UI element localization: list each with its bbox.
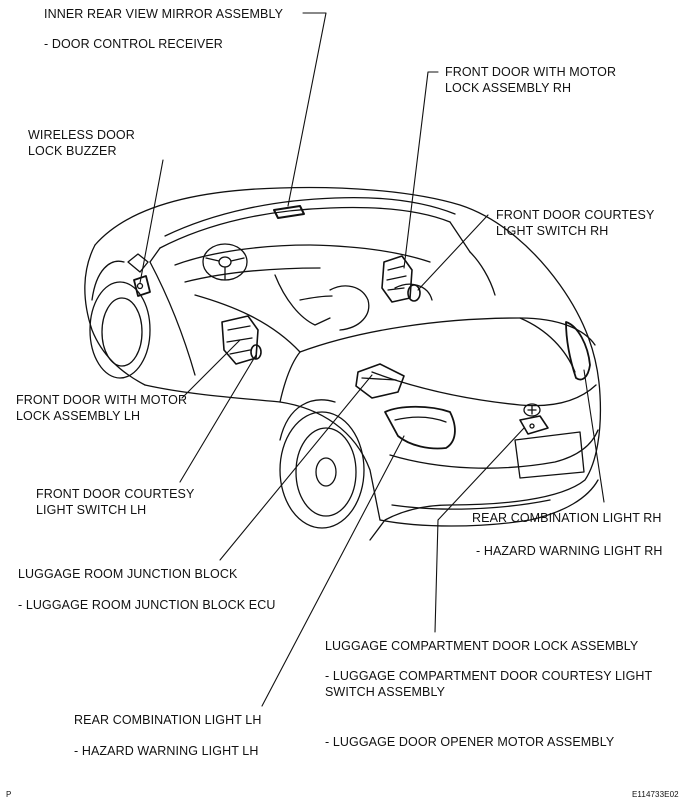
component-luggage-lock	[519, 415, 549, 435]
label-junction: LUGGAGE ROOM JUNCTION BLOCK	[18, 566, 237, 582]
label-junction-ecu: - LUGGAGE ROOM JUNCTION BLOCK ECU	[18, 598, 276, 612]
label-rear-rh-hazard: - HAZARD WARNING LIGHT RH	[476, 544, 663, 558]
label-luggage-lock-courtesy-line1: - LUGGAGE COMPARTMENT DOOR COURTESY LIGH…	[325, 669, 653, 683]
label-rear-lh-sub: - HAZARD WARNING LIGHT LH	[74, 743, 258, 759]
label-front-door-lh-line2: LOCK ASSEMBLY LH	[16, 409, 141, 423]
label-buzzer-line2: LOCK BUZZER	[28, 144, 117, 158]
label-luggage-lock-motor: - LUGGAGE DOOR OPENER MOTOR ASSEMBLY	[325, 734, 614, 750]
footer-page-mark-text: P	[6, 790, 12, 799]
label-mirror-receiver: - DOOR CONTROL RECEIVER	[44, 37, 223, 51]
leader-lines	[139, 12, 605, 707]
component-courtesy-switch-lh	[250, 344, 262, 360]
label-front-door-rh: FRONT DOOR WITH MOTOR LOCK ASSEMBLY RH	[445, 64, 616, 96]
component-mirror	[273, 205, 305, 219]
label-mirror-sub: - DOOR CONTROL RECEIVER	[44, 36, 223, 52]
label-courtesy-rh: FRONT DOOR COURTESY LIGHT SWITCH RH	[496, 207, 654, 239]
label-luggage-lock-title: LUGGAGE COMPARTMENT DOOR LOCK ASSEMBLY	[325, 639, 639, 653]
label-front-door-lh-line1: FRONT DOOR WITH MOTOR	[16, 393, 188, 407]
component-courtesy-switch-rh	[407, 284, 421, 302]
label-rear-rh-sub: - HAZARD WARNING LIGHT RH	[476, 543, 663, 559]
component-rear-light-lh	[384, 405, 456, 450]
footer-figure-code: E114733E02	[632, 790, 679, 800]
label-rear-lh: REAR COMBINATION LIGHT LH	[74, 712, 261, 728]
label-front-door-rh-line1: FRONT DOOR WITH MOTOR	[445, 65, 617, 79]
label-luggage-lock-courtesy-line2: SWITCH ASSEMBLY	[325, 685, 446, 699]
label-luggage-lock-courtesy: - LUGGAGE COMPARTMENT DOOR COURTESY LIGH…	[325, 668, 652, 700]
label-front-door-rh-line2: LOCK ASSEMBLY RH	[445, 81, 572, 95]
label-courtesy-lh-line2: LIGHT SWITCH LH	[36, 503, 147, 517]
label-mirror-title: INNER REAR VIEW MIRROR ASSEMBLY	[44, 7, 284, 21]
label-rear-lh-title: REAR COMBINATION LIGHT LH	[74, 713, 262, 727]
label-rear-rh-title: REAR COMBINATION LIGHT RH	[472, 511, 662, 525]
label-courtesy-rh-line2: LIGHT SWITCH RH	[496, 224, 609, 238]
cabin	[127, 197, 496, 403]
component-buzzer	[133, 275, 151, 297]
label-rear-lh-hazard: - HAZARD WARNING LIGHT LH	[74, 744, 259, 758]
label-buzzer: WIRELESS DOOR LOCK BUZZER	[28, 127, 135, 159]
label-junction-title: LUGGAGE ROOM JUNCTION BLOCK	[18, 567, 238, 581]
label-junction-sub: - LUGGAGE ROOM JUNCTION BLOCK ECU	[18, 597, 276, 613]
component-rear-light-rh	[565, 321, 591, 381]
label-front-door-lh: FRONT DOOR WITH MOTOR LOCK ASSEMBLY LH	[16, 392, 187, 424]
footer-figure-code-text: E114733E02	[632, 790, 679, 799]
label-luggage-lock: LUGGAGE COMPARTMENT DOOR LOCK ASSEMBLY	[325, 638, 638, 654]
label-mirror: INNER REAR VIEW MIRROR ASSEMBLY	[44, 6, 283, 22]
wheels	[89, 260, 365, 529]
label-luggage-lock-motor-line: - LUGGAGE DOOR OPENER MOTOR ASSEMBLY	[325, 735, 615, 749]
label-courtesy-rh-line1: FRONT DOOR COURTESY	[496, 208, 655, 222]
label-rear-rh: REAR COMBINATION LIGHT RH	[472, 510, 662, 526]
car-body-outline	[84, 186, 602, 541]
label-buzzer-line1: WIRELESS DOOR	[28, 128, 135, 142]
label-courtesy-lh-line1: FRONT DOOR COURTESY	[36, 487, 195, 501]
label-courtesy-lh: FRONT DOOR COURTESY LIGHT SWITCH LH	[36, 486, 194, 518]
component-junction-block	[355, 363, 405, 399]
footer-page-mark: P	[6, 790, 11, 800]
